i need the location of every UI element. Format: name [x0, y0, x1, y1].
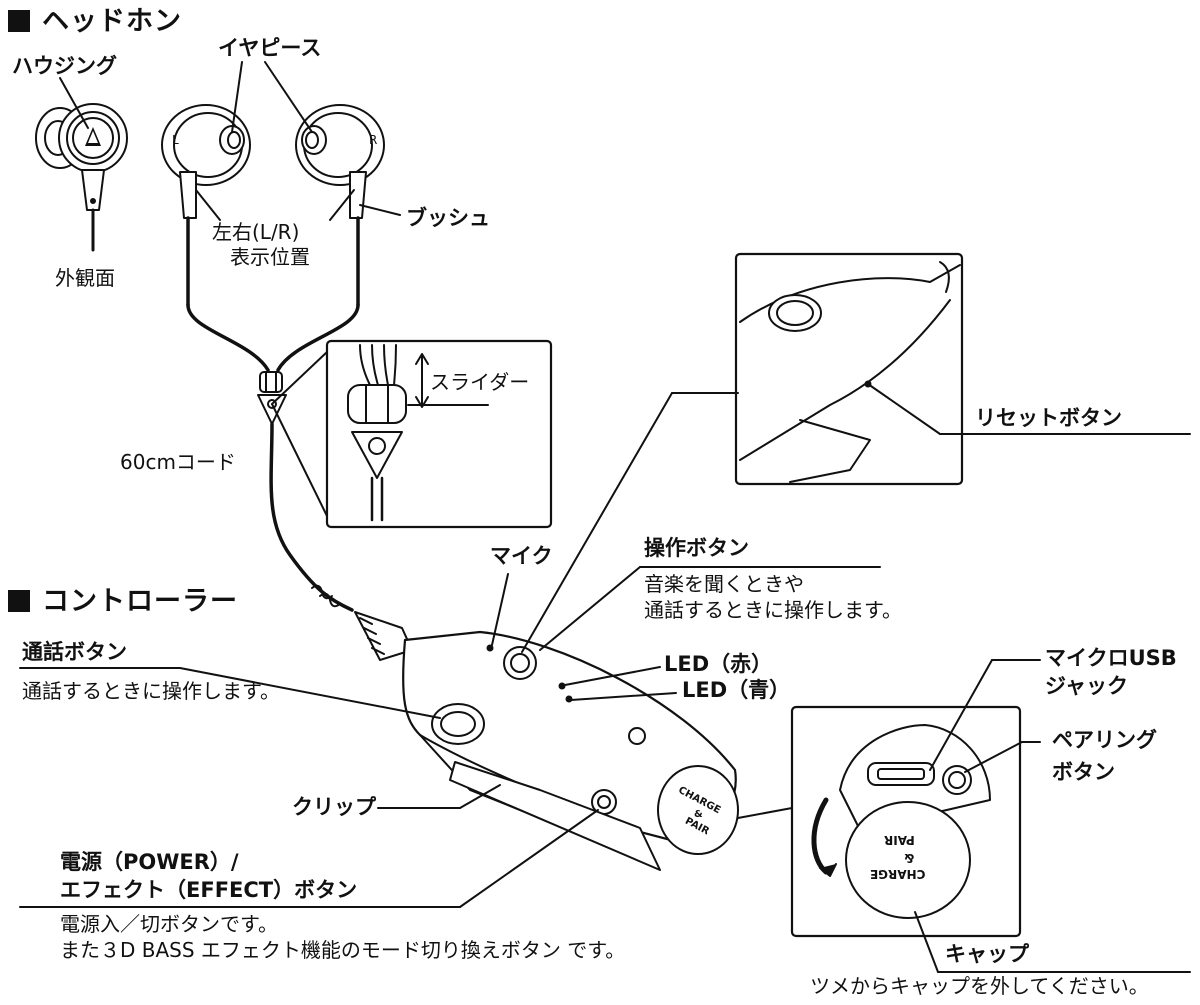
cap-marking-amp: & — [694, 809, 703, 820]
label-lr-line1: 左右(L/R) — [212, 220, 300, 244]
inset-cap-pair: PAIR — [884, 833, 915, 847]
label-eartips: イヤピース — [218, 36, 322, 60]
label-power-line1: 電源（POWER）/ — [60, 850, 239, 874]
label-call: 通話ボタン — [22, 640, 127, 664]
section-bullet-icon — [8, 590, 30, 612]
label-clip: クリップ — [292, 795, 376, 819]
label-housing: ハウジング — [12, 54, 117, 78]
label-slider: スライダー — [430, 370, 530, 394]
label-power-desc2: また３D BASS エフェクト機能のモード切り換えボタン です。 — [60, 938, 626, 962]
earphone-right-marker: R — [369, 133, 378, 147]
label-exterior: 外観面 — [55, 266, 115, 290]
slider-inset — [271, 339, 553, 529]
label-power-line2: エフェクト（EFFECT）ボタン — [60, 878, 358, 902]
section-bullet-icon — [8, 10, 30, 32]
label-operation-desc2: 通話するときに操作します。 — [644, 598, 902, 622]
label-operation-desc1: 音楽を聞くときや — [644, 572, 804, 596]
label-cap-desc: ツメからキャップを外してください。 — [810, 974, 1149, 998]
section-title-controller: コントローラー — [8, 588, 238, 615]
label-usb-line1: マイクロUSB — [1045, 646, 1177, 670]
label-usb-line2: ジャック — [1045, 674, 1128, 698]
controller-body — [354, 611, 739, 871]
label-call-desc: 通話するときに操作します。 — [22, 679, 280, 703]
label-led-red: LED（赤） — [664, 652, 773, 676]
label-power-desc1: 電源入／切ボタンです。 — [60, 912, 278, 936]
label-led-blue: LED（青） — [682, 678, 791, 702]
earphone-side-view — [35, 103, 128, 252]
label-operation: 操作ボタン — [644, 536, 749, 560]
label-cap: キャップ — [945, 942, 1029, 966]
label-lr-line2: 表示位置 — [230, 245, 310, 269]
label-pairing-line2: ボタン — [1052, 760, 1115, 784]
inset-cap-charge: CHARGE — [870, 867, 926, 881]
label-reset: リセットボタン — [975, 406, 1122, 430]
label-pairing-line1: ペアリング — [1052, 728, 1157, 752]
section-title-headphone: ヘッドホン — [8, 8, 182, 35]
earphone-left — [161, 104, 251, 307]
cap-inset — [737, 705, 1022, 938]
earphone-left-marker: L — [172, 133, 179, 147]
inset-cap-amp: & — [904, 851, 915, 865]
label-mic: マイク — [490, 544, 553, 568]
label-bush: ブッシュ — [406, 206, 490, 230]
reset-inset — [734, 252, 1191, 486]
label-cord: 60cmコード — [120, 450, 236, 474]
